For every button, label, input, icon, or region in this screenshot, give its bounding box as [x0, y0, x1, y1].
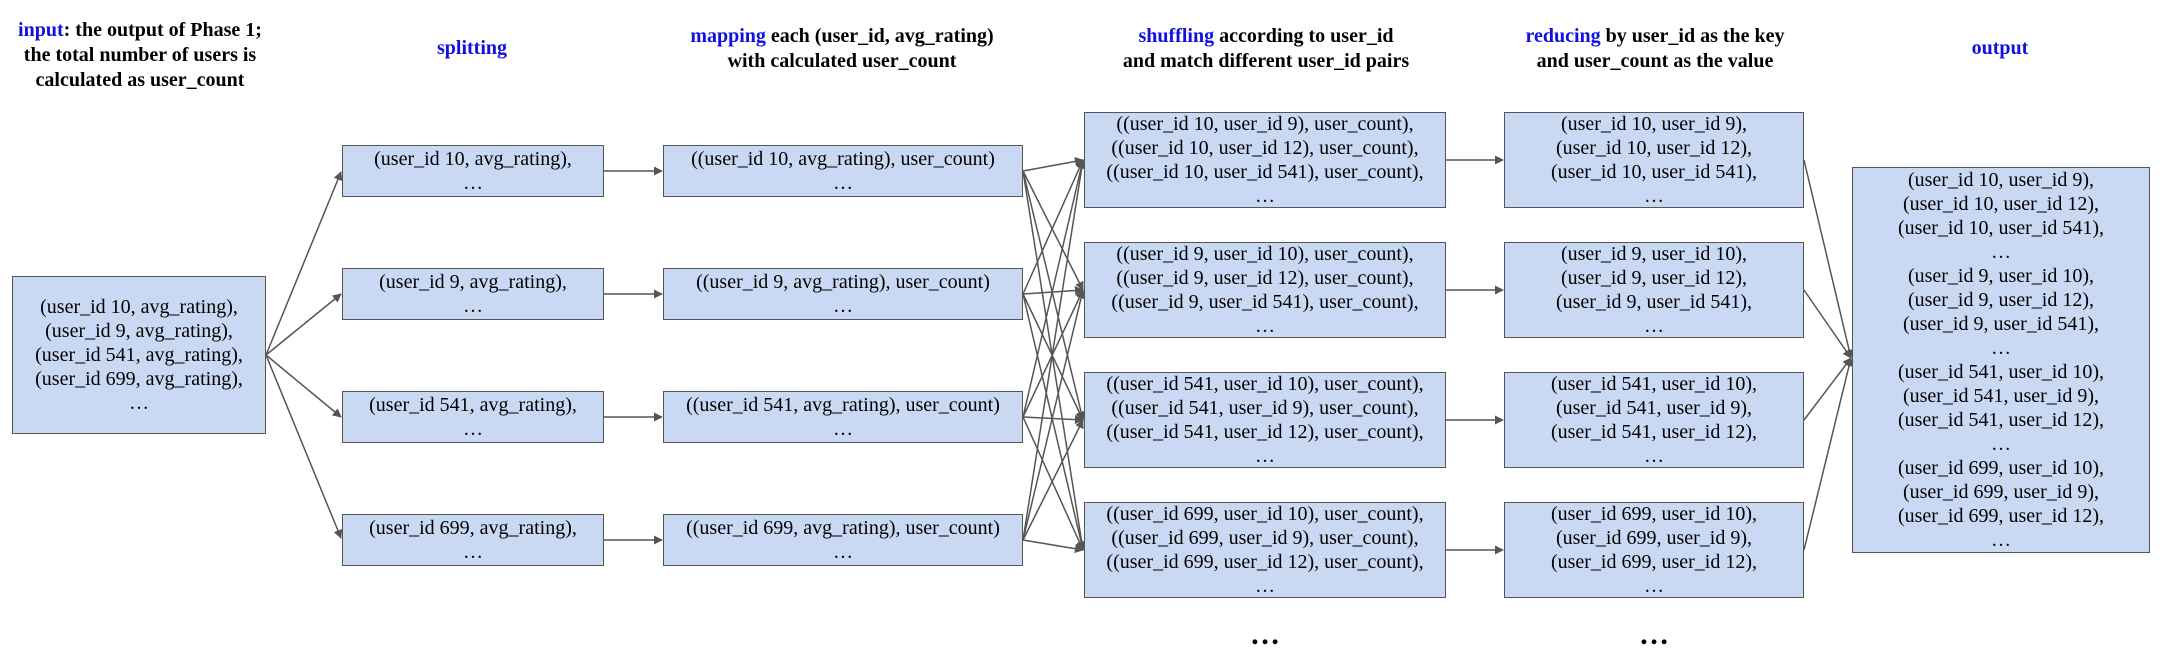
mapping-to-shuffling-arrow: [1022, 170, 1086, 421]
input-line: (user_id 9, avg_rating),: [45, 320, 233, 342]
shuffling-box: ((user_id 541, user_id 10), user_count),…: [1084, 372, 1446, 468]
mapping-to-shuffling-arrow: [1022, 170, 1084, 291]
reducing-more-ellipsis: …: [1639, 618, 1669, 651]
mapping-box: ((user_id 9, avg_rating), user_count) …: [663, 268, 1023, 320]
reducing-to-output-arrow: [1803, 357, 1854, 551]
mapping-to-shuffling-arrow: [1022, 286, 1084, 296]
header-shuffling: shuffling according to user_id and match…: [1122, 25, 1410, 72]
input-line: (user_id 10, avg_rating),: [40, 296, 238, 318]
output-box: (user_id 10, user_id 9), (user_id 10, us…: [1852, 167, 2150, 553]
mapping-to-shuffling-arrow: [1022, 293, 1086, 551]
mapping-to-shuffling-arrow: [1022, 159, 1087, 541]
reducing-to-output-arrow: [1803, 357, 1852, 421]
mapping-box: ((user_id 699, avg_rating), user_count) …: [663, 514, 1023, 566]
input-to-splitting-arrow: [265, 354, 343, 539]
splitting-box: (user_id 9, avg_rating), …: [342, 268, 604, 320]
mapping-to-shuffling-arrow: [1022, 157, 1084, 172]
mapping-to-shuffling-arrow: [1022, 539, 1084, 554]
header-mapping: mapping each (user_id, avg_rating) with …: [690, 25, 994, 72]
input-line: (user_id 541, avg_rating),: [35, 344, 243, 366]
mapping-to-shuffling-arrow: [1022, 170, 1087, 551]
shuffling-box: ((user_id 10, user_id 9), user_count), (…: [1084, 112, 1446, 208]
shuffling-more-ellipsis: …: [1250, 618, 1280, 651]
mapping-to-shuffling-arrow: [1022, 415, 1084, 425]
header-reducing: reducing by user_id as the key and user_…: [1525, 25, 1785, 72]
mapping-to-shuffling-arrow: [1022, 159, 1086, 418]
mapping-to-shuffling-arrow: [1022, 419, 1084, 541]
reducing-box: (user_id 699, user_id 10), (user_id 699,…: [1504, 502, 1804, 598]
header-input: input: the output of Phase 1; the total …: [18, 19, 262, 91]
input-box: (user_id 10, avg_rating), (user_id 9, av…: [12, 276, 266, 434]
mapping-box: ((user_id 541, avg_rating), user_count) …: [663, 391, 1023, 443]
mapping-to-shuffling-arrow: [1022, 293, 1084, 421]
reducing-box: (user_id 10, user_id 9), (user_id 10, us…: [1504, 112, 1804, 208]
header-splitting: splitting: [436, 37, 508, 59]
reducing-box: (user_id 541, user_id 10), (user_id 541,…: [1504, 372, 1804, 468]
shuffling-box: ((user_id 9, user_id 10), user_count), (…: [1084, 242, 1446, 338]
mapping-to-shuffling-arrow: [1022, 416, 1084, 551]
mapping-box: ((user_id 10, avg_rating), user_count) …: [663, 145, 1023, 197]
header-input-highlight: input: [18, 19, 64, 41]
splitting-box: (user_id 10, avg_rating), …: [342, 145, 604, 197]
reducing-to-output-arrow: [1803, 289, 1852, 359]
header-output: output: [1971, 37, 2029, 59]
input-line: …: [129, 392, 149, 414]
input-to-splitting-arrow: [265, 354, 342, 418]
reducing-to-output-arrow: [1803, 159, 1854, 359]
shuffling-box: ((user_id 699, user_id 10), user_count),…: [1084, 502, 1446, 598]
splitting-box: (user_id 699, avg_rating), …: [342, 514, 604, 566]
input-to-splitting-arrow: [265, 293, 342, 356]
mapping-to-shuffling-arrow: [1022, 159, 1084, 295]
mapping-to-shuffling-arrow: [1022, 289, 1086, 541]
input-to-splitting-arrow: [265, 171, 343, 356]
splitting-box: (user_id 541, avg_rating), …: [342, 391, 604, 443]
input-line: (user_id 699, avg_rating),: [35, 368, 243, 390]
reducing-box: (user_id 9, user_id 10), (user_id 9, use…: [1504, 242, 1804, 338]
